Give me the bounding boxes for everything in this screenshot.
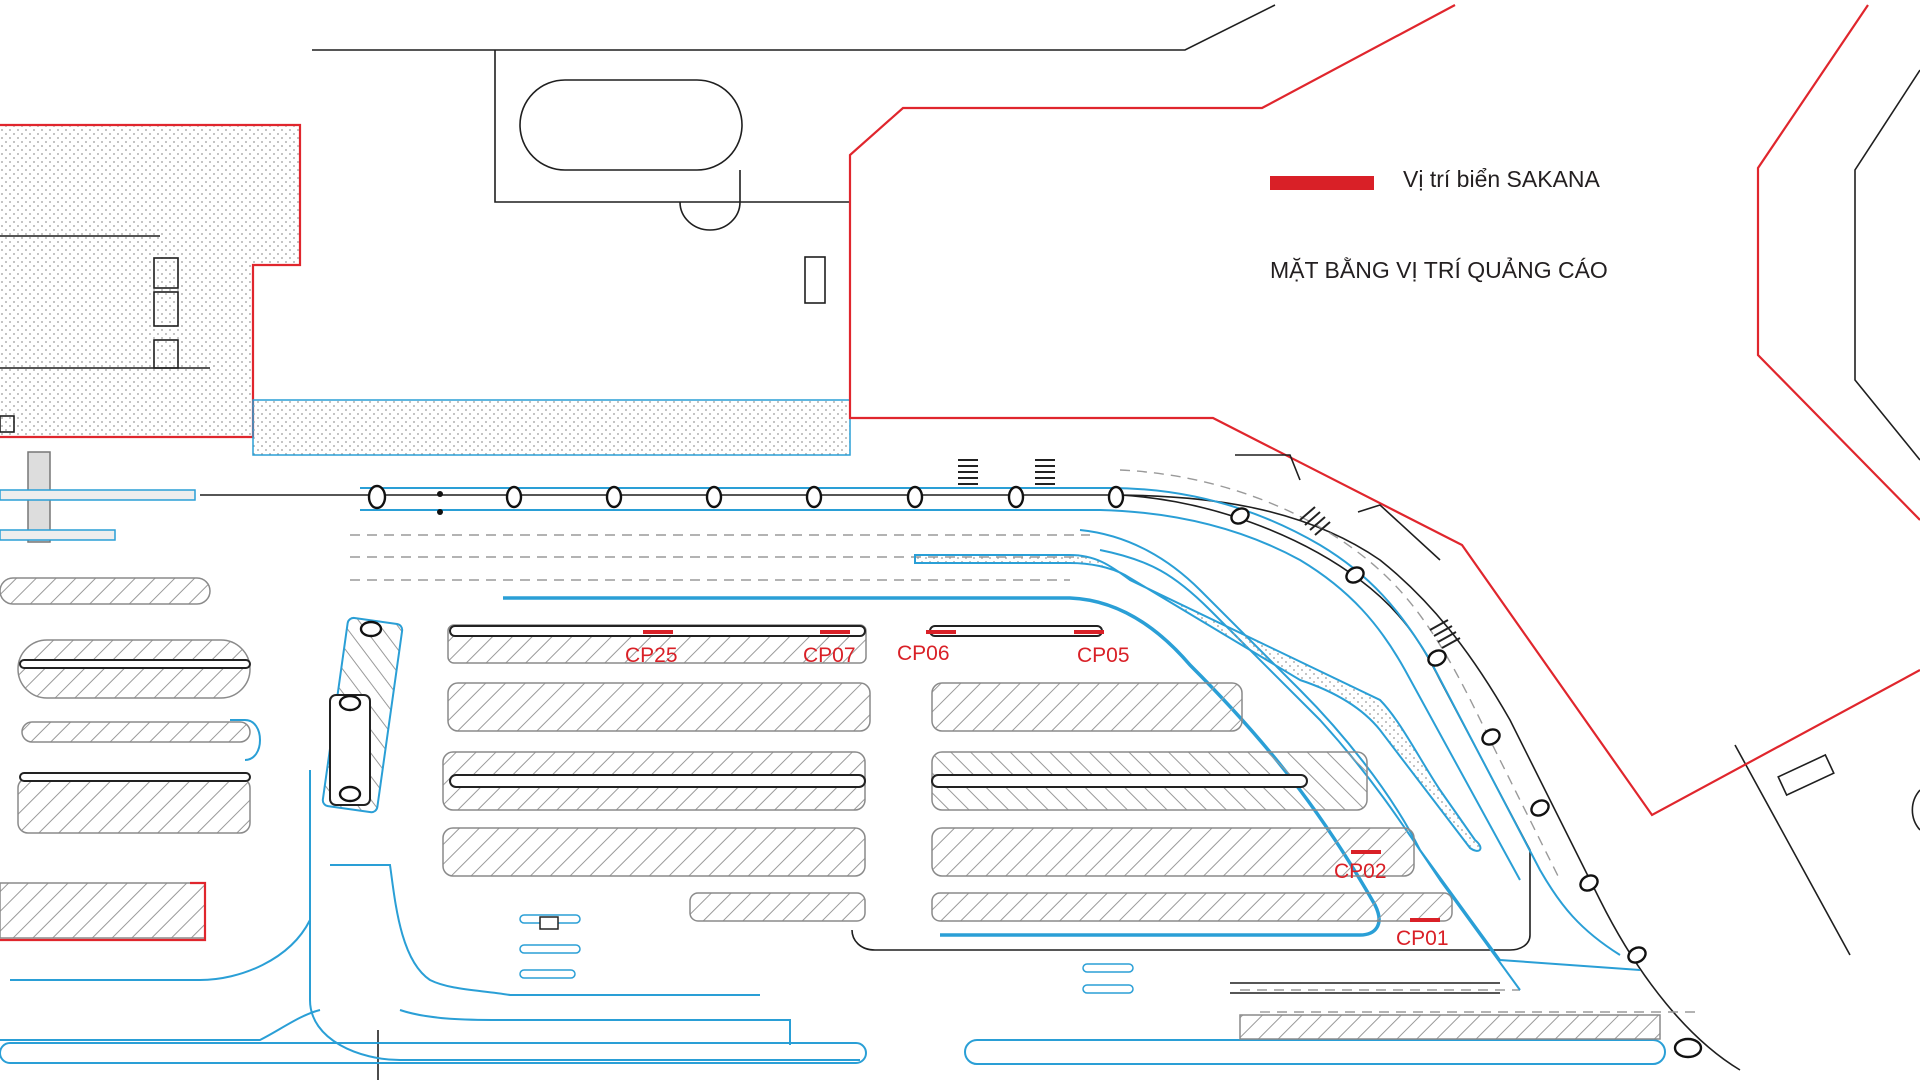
parking-left (0, 489, 251, 942)
tree (1481, 728, 1501, 746)
sign-cp06-bar (926, 630, 956, 634)
tree (1627, 946, 1647, 964)
sakana-sign-swatch (1270, 176, 1374, 190)
site-boundary (848, 4, 1920, 817)
parked-markers (519, 914, 1134, 994)
tree (1579, 874, 1599, 892)
road-edges (200, 454, 1741, 1080)
crosswalks (958, 459, 1461, 649)
building (0, 123, 851, 543)
sign-label-cp01: CP01 (1396, 927, 1449, 950)
tree (605, 485, 623, 509)
tree (1530, 799, 1550, 817)
trees (338, 484, 1703, 1059)
tree (359, 620, 383, 638)
planter-strip (914, 554, 1482, 852)
tree (1673, 1037, 1703, 1059)
road-outline-top (312, 4, 1920, 956)
parking-bank-right (929, 625, 1661, 1040)
plan-title: MẶT BẰNG VỊ TRÍ QUẢNG CÁO (1270, 255, 1608, 283)
tree (338, 694, 362, 712)
sign-label-cp25: CP25 (625, 644, 678, 667)
sign-cp01-bar (1410, 918, 1440, 922)
sign-cp05-bar (1074, 630, 1104, 634)
tree (505, 485, 523, 509)
tree (1107, 485, 1125, 509)
tree (1345, 566, 1365, 584)
sign-cp07-bar (820, 630, 850, 634)
tree (367, 484, 387, 510)
sign-cp02-bar (1351, 850, 1381, 854)
legend: Vị trí biển SAKANA MẶT BẰNG VỊ TRÍ QUẢNG… (1270, 166, 1608, 283)
sign-markers (643, 630, 1440, 922)
tree (1007, 485, 1025, 509)
legend-label: Vị trí biển SAKANA (1403, 166, 1601, 192)
sign-cp25-bar (643, 630, 673, 634)
sign-labels: CP25 CP07 CP06 CP05 CP02 CP01 (625, 642, 1449, 950)
tree (805, 485, 823, 509)
sign-label-cp06: CP06 (897, 642, 950, 665)
parking-bank-left (321, 616, 871, 922)
tree (338, 785, 362, 803)
tree (705, 485, 723, 509)
sign-label-cp05: CP05 (1077, 644, 1130, 667)
tree (906, 485, 924, 509)
sign-label-cp02: CP02 (1334, 860, 1387, 883)
tree (1230, 507, 1250, 525)
sign-label-cp07: CP07 (803, 644, 856, 667)
tree (1427, 649, 1447, 667)
